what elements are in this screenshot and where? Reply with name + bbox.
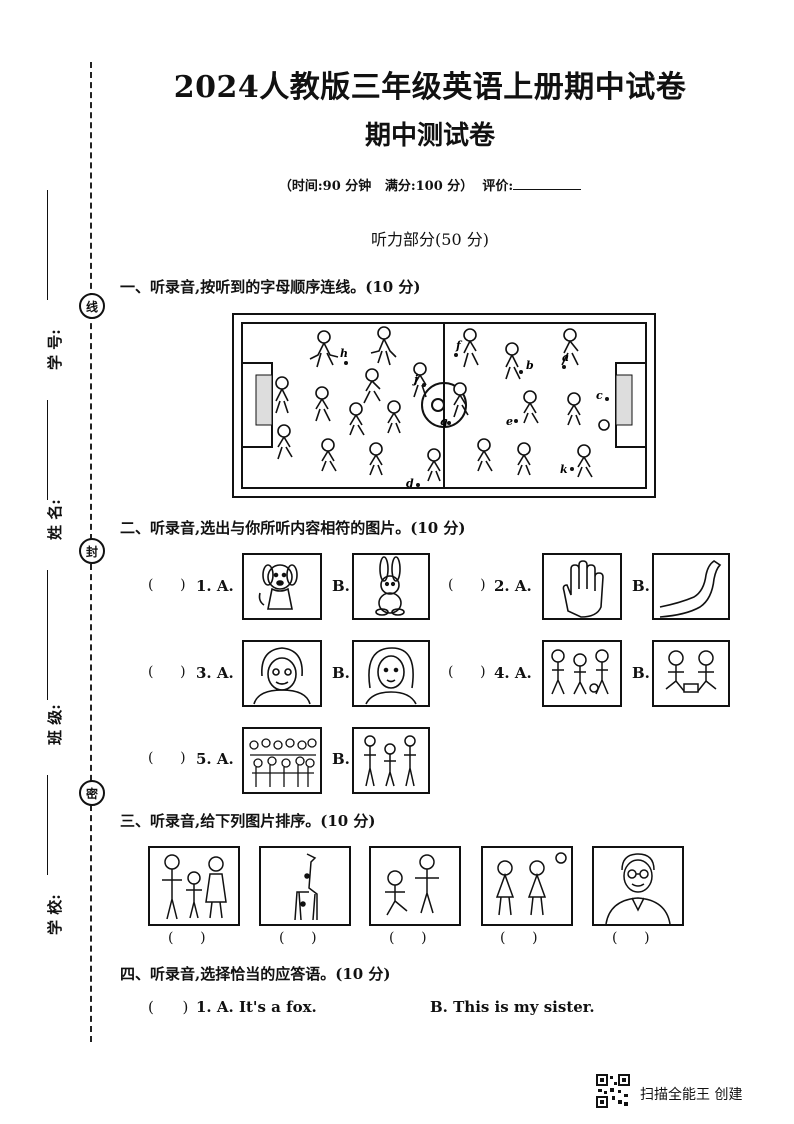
score-blank[interactable] (513, 177, 582, 190)
field-letter-f: f (455, 339, 463, 352)
exam-info: （时间:90 分钟 满分:100 分） 评价: (100, 175, 760, 194)
page-title: 2024人教版三年级英语上册期中试卷 (173, 70, 687, 105)
q1-option-b-rabbit[interactable] (352, 553, 430, 620)
order-picture-3-boys (369, 846, 461, 926)
question-2-2-label: 2. A. (494, 577, 532, 595)
field-letter-d: d (406, 477, 414, 490)
hand-picture (562, 560, 604, 618)
boys-picture (385, 854, 439, 916)
field-letter-h: h (340, 347, 348, 360)
order-paren-1[interactable]: ( ) (168, 930, 206, 946)
girl-picture (365, 647, 417, 705)
question-2-4-label: 4. A. (494, 664, 532, 682)
q2-option-b-arm[interactable] (652, 553, 730, 620)
grandma-picture (253, 647, 311, 705)
q5-option-b-small-group[interactable] (352, 727, 430, 794)
q1-option-a-dog[interactable] (242, 553, 322, 620)
question-2-5-label: 5. A. (196, 750, 234, 768)
teacher-picture (605, 853, 671, 925)
family-picture (162, 854, 227, 920)
giraffe-picture (294, 853, 318, 921)
order-paren-3[interactable]: ( ) (389, 930, 427, 946)
name-label: 姓 名: (46, 499, 64, 540)
page-subtitle: 期中测试卷 (364, 121, 495, 151)
soccer-field-drawing: h f j b a c e g d k (241, 322, 647, 490)
qr-code-graphic (596, 1074, 630, 1108)
field-letter-c: c (596, 389, 603, 402)
girls-picture (495, 852, 567, 916)
q3-option-a-grandma[interactable] (242, 640, 322, 707)
q1-b-label: B. (332, 577, 350, 595)
section1-title: 一、听录音,按听到的字母顺序连线。(10 分) (120, 278, 421, 296)
question-2-3-label: 3. A. (196, 664, 234, 682)
answer-paren-q4-1[interactable]: ( ) (148, 998, 189, 1016)
order-paren-5[interactable]: ( ) (612, 930, 650, 946)
question-4-1-option-b: B. This is my sister. (430, 998, 595, 1016)
order-picture-2-giraffe (259, 846, 351, 926)
section4-title: 四、听录音,选择恰当的应答语。(10 分) (120, 965, 391, 983)
question-2-1-label: 1. A. (196, 577, 234, 595)
q3-b-label: B. (332, 664, 350, 682)
small-group-picture (364, 735, 416, 787)
answer-paren-q2-4[interactable]: ( ) (448, 664, 486, 680)
scanner-watermark: 扫描全能王 创建 (640, 1087, 743, 1103)
class-label: 班 级: (46, 704, 64, 745)
name-line (47, 400, 48, 500)
answer-paren-q2-2[interactable]: ( ) (448, 577, 486, 593)
q3-option-b-girl[interactable] (352, 640, 430, 707)
seal-seal-char: 封 (79, 538, 105, 564)
section2-title: 二、听录音,选出与你所听内容相符的图片。(10 分) (120, 519, 466, 537)
q2-b-label: B. (632, 577, 650, 595)
qr-code-icon (596, 1074, 630, 1108)
student-id-line (47, 190, 48, 300)
rabbit-picture (375, 556, 405, 616)
arm-picture (659, 560, 722, 618)
field-letter-k: k (560, 463, 568, 476)
class-line (47, 570, 48, 700)
order-paren-2[interactable]: ( ) (279, 930, 317, 946)
children-sitting-picture (665, 650, 717, 693)
section3-title: 三、听录音,给下列图片排序。(10 分) (120, 812, 376, 830)
seal-secret-char: 密 (79, 780, 105, 806)
question-4-1-option-a: 1. A. It's a fox. (196, 998, 317, 1016)
listening-part-heading: 听力部分(50 分) (371, 230, 489, 249)
answer-paren-q2-5[interactable]: ( ) (148, 750, 186, 766)
dog-picture (258, 564, 298, 610)
order-paren-4[interactable]: ( ) (500, 930, 538, 946)
q5-option-a-big-group[interactable] (242, 727, 322, 794)
order-picture-5-teacher (592, 846, 684, 926)
field-letter-g: g (440, 415, 448, 428)
field-letter-e: e (506, 415, 513, 428)
big-group-picture (249, 738, 317, 787)
field-letter-j: j (412, 373, 418, 386)
order-picture-1-family (148, 846, 240, 926)
field-letter-a: a (562, 351, 569, 364)
school-line (47, 775, 48, 875)
seal-line-char: 线 (79, 293, 105, 319)
school-label: 学 校: (46, 894, 64, 935)
student-id-label: 学 号: (46, 329, 64, 370)
q4-b-label: B. (632, 664, 650, 682)
q4-option-b-children-sitting[interactable] (652, 640, 730, 707)
answer-paren-q2-1[interactable]: ( ) (148, 577, 186, 593)
q4-option-a-children-playing[interactable] (542, 640, 622, 707)
order-picture-4-girls (481, 846, 573, 926)
children-playing-picture (551, 649, 609, 695)
answer-paren-q2-3[interactable]: ( ) (148, 664, 186, 680)
field-letter-b: b (526, 359, 534, 372)
soccer-field-picture: h f j b a c e g d k (232, 313, 656, 498)
q2-option-a-hand[interactable] (542, 553, 622, 620)
q5-b-label: B. (332, 750, 350, 768)
